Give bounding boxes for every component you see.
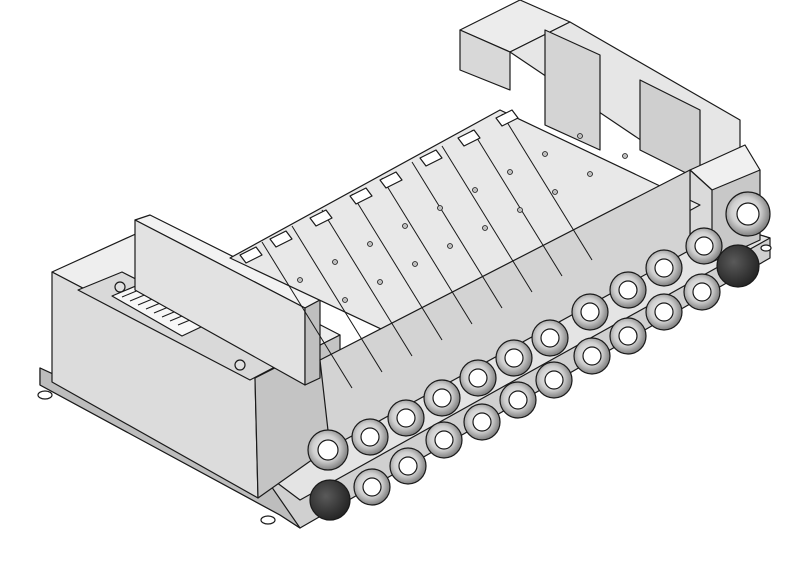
fitting (571, 293, 609, 331)
fitting (423, 379, 461, 417)
fitting (499, 381, 537, 419)
fitting (645, 293, 683, 331)
fitting (573, 337, 611, 375)
end-fitting-left (307, 429, 349, 471)
fitting (387, 399, 425, 437)
fitting (645, 249, 683, 287)
fitting (353, 468, 391, 506)
fitting (495, 339, 533, 377)
end-plug-right (716, 244, 760, 288)
mount-hole-left (37, 390, 53, 400)
solenoid-window (419, 149, 443, 167)
solenoid-window (457, 129, 481, 147)
mount-hole-right (760, 244, 772, 252)
solenoid-window (349, 187, 373, 205)
fitting (683, 273, 721, 311)
fitting (463, 403, 501, 441)
fitting-row-lower (353, 273, 721, 506)
end-fitting-right (725, 191, 771, 237)
fitting (609, 271, 647, 309)
fitting (351, 418, 389, 456)
fitting (531, 319, 569, 357)
fitting (425, 421, 463, 459)
solenoid-window (239, 246, 263, 264)
solenoid-window (379, 171, 403, 189)
screw-icon (234, 359, 246, 371)
end-ports (307, 191, 771, 521)
fitting (609, 317, 647, 355)
solenoid-window (269, 230, 293, 248)
solenoid-window (309, 209, 333, 227)
fitting (685, 227, 723, 265)
mount-hole-front (260, 515, 276, 525)
fitting-row-upper (351, 227, 723, 456)
valve-stack (229, 109, 701, 449)
end-plug-left (309, 479, 351, 521)
left-end-block (51, 214, 341, 499)
fitting (535, 361, 573, 399)
solenoid-window (495, 109, 519, 127)
fitting (459, 359, 497, 397)
screw-icon (114, 281, 126, 293)
fitting (389, 447, 427, 485)
